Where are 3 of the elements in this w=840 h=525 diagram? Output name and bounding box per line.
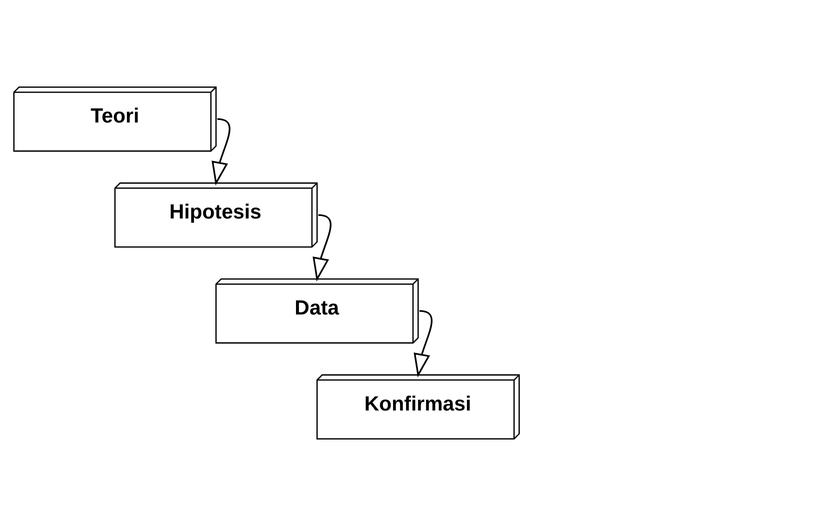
arrow xyxy=(212,118,230,186)
arrow xyxy=(312,214,332,281)
arrow xyxy=(414,310,433,377)
